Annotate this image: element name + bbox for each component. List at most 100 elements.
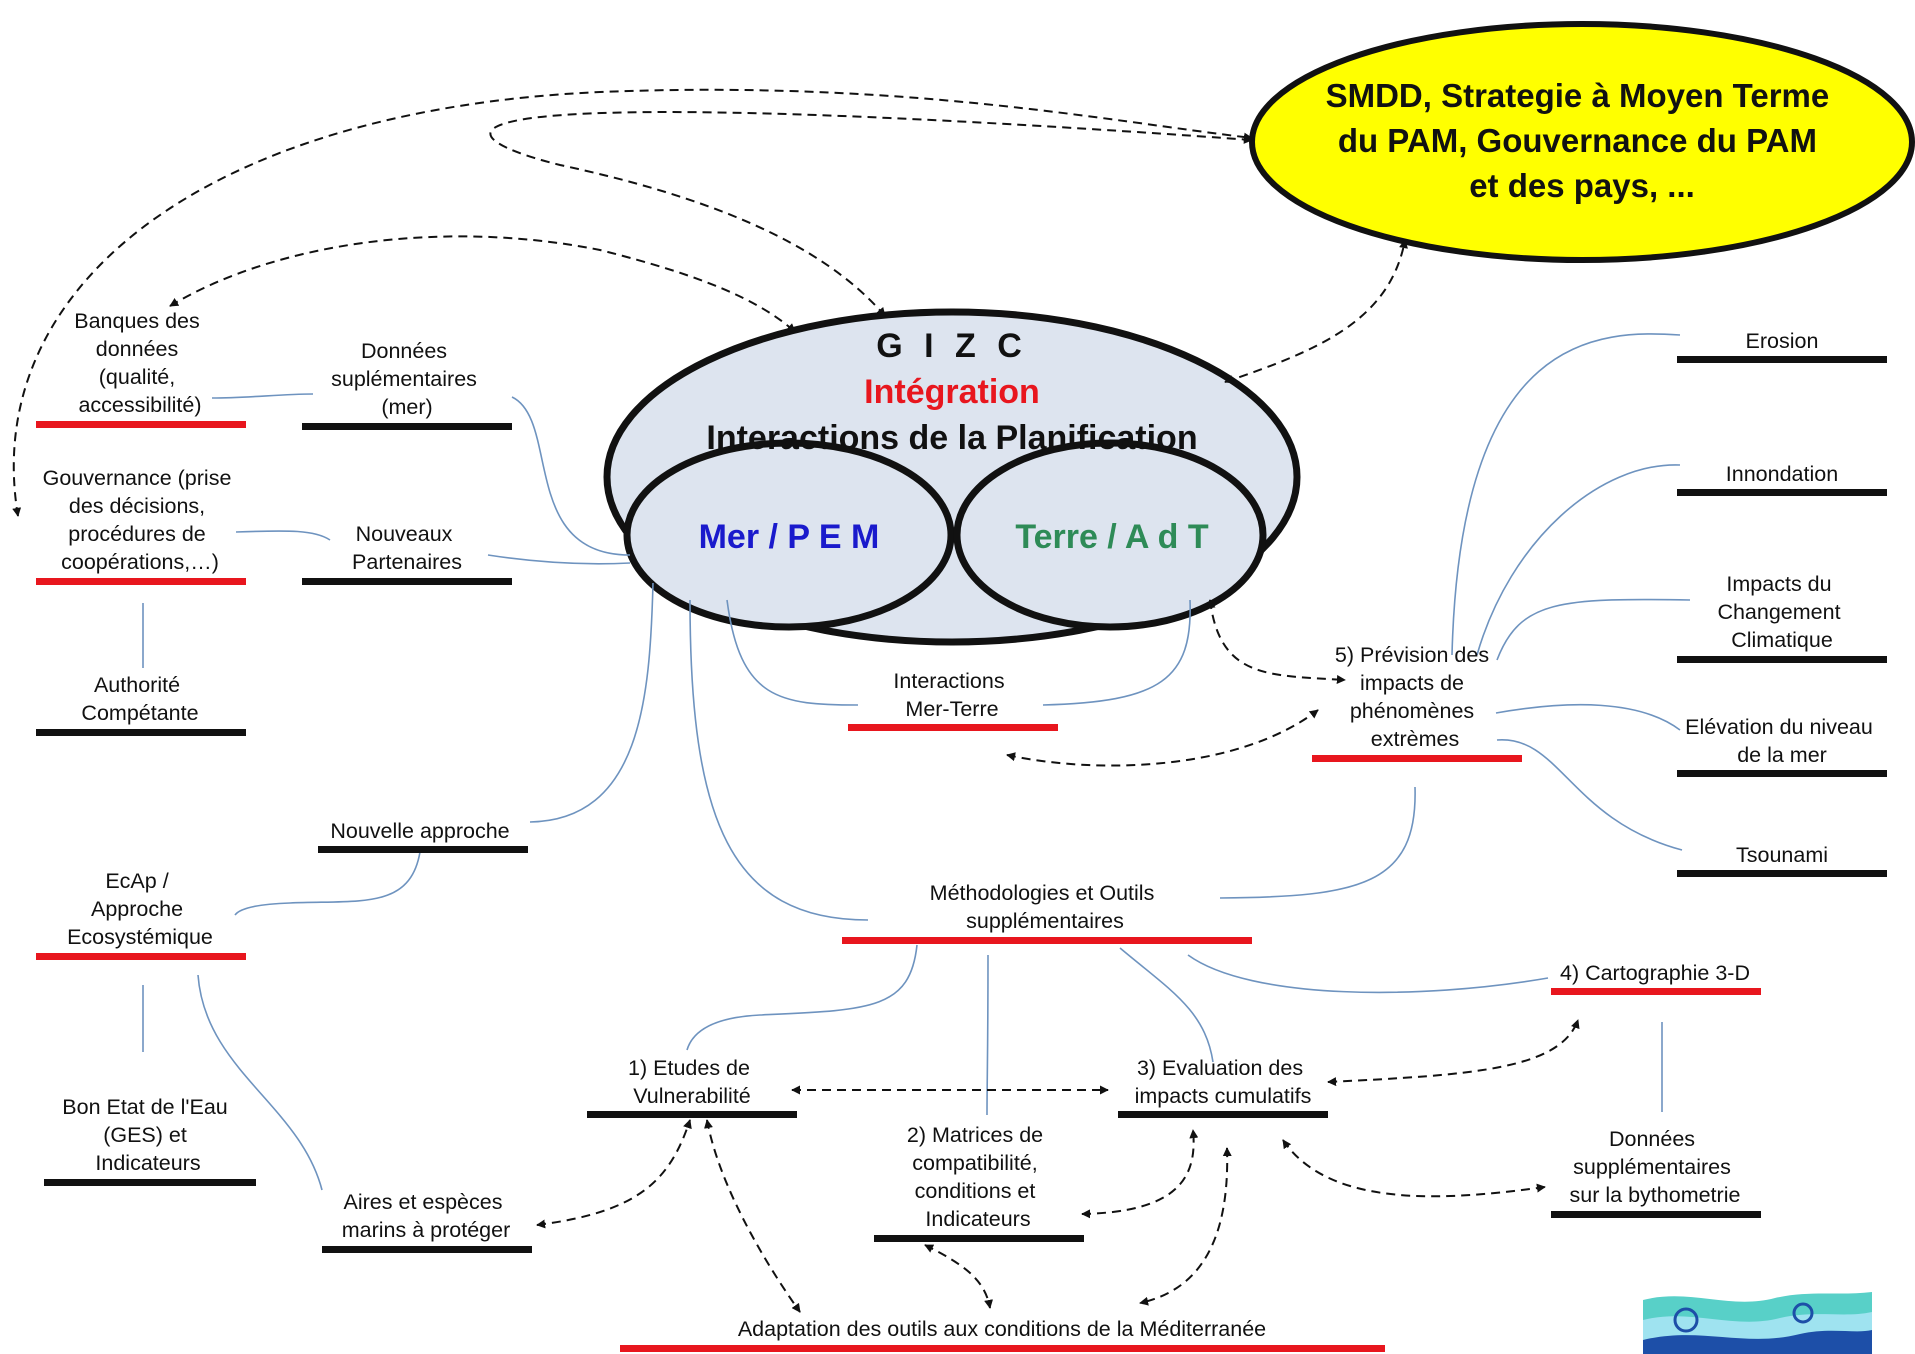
connector-prevision-innondation — [1476, 464, 1681, 656]
arrow-gizc-smdd-right — [1224, 239, 1408, 384]
connector-methodologies-matrices — [986, 954, 989, 1116]
donnees-mer-bar — [302, 423, 512, 430]
connector-mer-interactions — [726, 599, 859, 706]
adaptation-bar — [620, 1345, 1385, 1352]
node-gouvernance: Gouvernance (prise des décisions, procéd… — [36, 466, 246, 585]
nouvelle-approche-bar — [318, 846, 528, 853]
node-methodologies: Méthodologies et Outils supplémentaires — [842, 881, 1252, 944]
arrow-gouvernance-smdd — [12, 88, 1253, 517]
node-prevision: 5) Prévision des impacts de phénomènes e… — [1312, 643, 1522, 762]
node-elevation: Elévation du niveau de la mer — [1677, 715, 1887, 777]
cartographie-bar — [1551, 988, 1761, 995]
ecap-label: EcAp / Approche Ecosystémique — [67, 869, 213, 949]
node-erosion: Erosion — [1677, 329, 1887, 363]
innondation-label: Innondation — [1726, 462, 1838, 486]
node-aires: Aires et espèces marins à protéger — [322, 1190, 532, 1253]
node-interactions-mt: Interactions Mer-Terre — [848, 669, 1058, 731]
arrow-evaluation-cartographie — [1327, 1019, 1580, 1087]
smdd-node: SMDD, Strategie à Moyen Terme du PAM, Go… — [1249, 21, 1915, 263]
wave-logo-ring-right — [1792, 1302, 1814, 1324]
node-cartographie: 4) Cartographie 3-D — [1551, 961, 1761, 995]
partenaires-bar — [302, 578, 512, 585]
wave-logo — [1643, 1292, 1872, 1354]
connector-gizc-methodologies — [689, 599, 869, 921]
node-etudes: 1) Etudes de Vulnerabilité — [587, 1056, 797, 1118]
elevation-label: Elévation du niveau de la mer — [1685, 715, 1879, 767]
authorite-label: Authorité Compétante — [81, 673, 198, 725]
connector-partenaires-gizc — [487, 554, 631, 565]
node-donnees-bytho: Données supplémentaires sur la bythometr… — [1551, 1127, 1761, 1218]
impacts-cc-label: Impacts du Changement Climatique — [1717, 572, 1846, 652]
donnees-bytho-label: Données supplémentaires sur la bythometr… — [1570, 1127, 1741, 1207]
bon-etat-bar — [44, 1179, 256, 1186]
arrow-matrices-adaptation — [924, 1244, 994, 1309]
connector-prevision-erosion — [1451, 333, 1681, 656]
connector-methodologies-evaluation — [1119, 947, 1214, 1063]
cartographie-label: 4) Cartographie 3-D — [1560, 961, 1750, 985]
node-ecap: EcAp / Approche Ecosystémique — [36, 869, 246, 960]
arrow-gizc-smdd-top — [489, 111, 1253, 317]
connector-methodologies-cartographie — [1187, 954, 1549, 994]
gizc-title: G I Z C — [876, 327, 1028, 365]
evaluation-label: 3) Evaluation des impacts cumulatifs — [1135, 1056, 1312, 1108]
methodologies-bar — [842, 937, 1252, 944]
innondation-bar — [1677, 489, 1887, 496]
dashed-arrows — [12, 88, 1580, 1313]
arrow-matrices-evaluation — [1081, 1129, 1199, 1219]
aires-label: Aires et espèces marins à protéger — [342, 1190, 511, 1242]
arrow-evaluation-adaptation — [1139, 1147, 1232, 1306]
gouvernance-bar — [36, 578, 246, 585]
donnees-bytho-bar — [1551, 1211, 1761, 1218]
node-adaptation: Adaptation des outils aux conditions de … — [620, 1317, 1385, 1352]
connector-methodologies-etudes — [686, 944, 918, 1051]
partenaires-label: Nouveaux Partenaires — [352, 522, 462, 574]
prevision-bar — [1312, 755, 1522, 762]
gizc-node: G I Z C Intégration Interactions de la P… — [603, 308, 1301, 646]
connector-banques-donnees — [211, 393, 314, 399]
banques-bar — [36, 421, 246, 428]
connector-nouvelle-approche-ecap — [234, 851, 421, 916]
interactions-mt-label: Interactions Mer-Terre — [893, 669, 1010, 721]
tsounami-label: Tsounami — [1736, 843, 1828, 867]
methodologies-label: Méthodologies et Outils supplémentaires — [930, 881, 1161, 933]
connectors — [142, 333, 1691, 1191]
arrow-etudes-adaptation — [704, 1119, 801, 1313]
authorite-bar — [36, 729, 246, 736]
erosion-label: Erosion — [1746, 329, 1819, 353]
ecap-bar — [36, 953, 246, 960]
node-impacts-cc: Impacts du Changement Climatique — [1677, 572, 1887, 663]
adaptation-label: Adaptation des outils aux conditions de … — [738, 1317, 1266, 1341]
banques-label: Banques des données (qualité, accessibil… — [74, 309, 206, 417]
arrow-evaluation-bytho — [1282, 1139, 1546, 1198]
node-tsounami: Tsounami — [1677, 843, 1887, 877]
erosion-bar — [1677, 356, 1887, 363]
wave-logo-ring-left — [1673, 1307, 1699, 1333]
donnees-mer-label: Données suplémentaires (mer) — [331, 339, 483, 419]
tsounami-bar — [1677, 870, 1887, 877]
node-innondation: Innondation — [1677, 462, 1887, 496]
mer-pem-label: Mer / P E M — [699, 518, 880, 556]
connector-prevision-impacts-cc — [1496, 598, 1691, 661]
gouvernance-label: Gouvernance (prise des décisions, procéd… — [43, 466, 238, 574]
nouvelle-approche-label: Nouvelle approche — [330, 819, 509, 843]
integration-label: Intégration — [864, 373, 1040, 411]
wave-logo-blue — [1643, 1330, 1872, 1354]
arrow-terre-prevision — [1206, 599, 1346, 684]
connector-prevision-methodologies — [1219, 786, 1416, 899]
planification-label: Interactions de la Planification — [706, 419, 1197, 457]
node-donnees-mer: Données suplémentaires (mer) — [302, 339, 512, 430]
smdd-label: SMDD, Strategie à Moyen Terme du PAM, Go… — [1326, 77, 1839, 204]
matrices-bar — [874, 1235, 1084, 1242]
node-banques: Banques des données (qualité, accessibil… — [36, 309, 246, 428]
interactions-mt-bar — [848, 724, 1058, 731]
connector-interactions-terre — [1042, 599, 1191, 706]
etudes-bar — [587, 1111, 797, 1118]
node-authorite: Authorité Compétante — [36, 673, 246, 736]
connector-prevision-elevation — [1495, 703, 1681, 731]
impacts-cc-bar — [1677, 656, 1887, 663]
etudes-label: 1) Etudes de Vulnerabilité — [628, 1056, 756, 1108]
bon-etat-label: Bon Etat de l'Eau (GES) et Indicateurs — [62, 1095, 233, 1175]
elevation-bar — [1677, 770, 1887, 777]
aires-bar — [322, 1246, 532, 1253]
